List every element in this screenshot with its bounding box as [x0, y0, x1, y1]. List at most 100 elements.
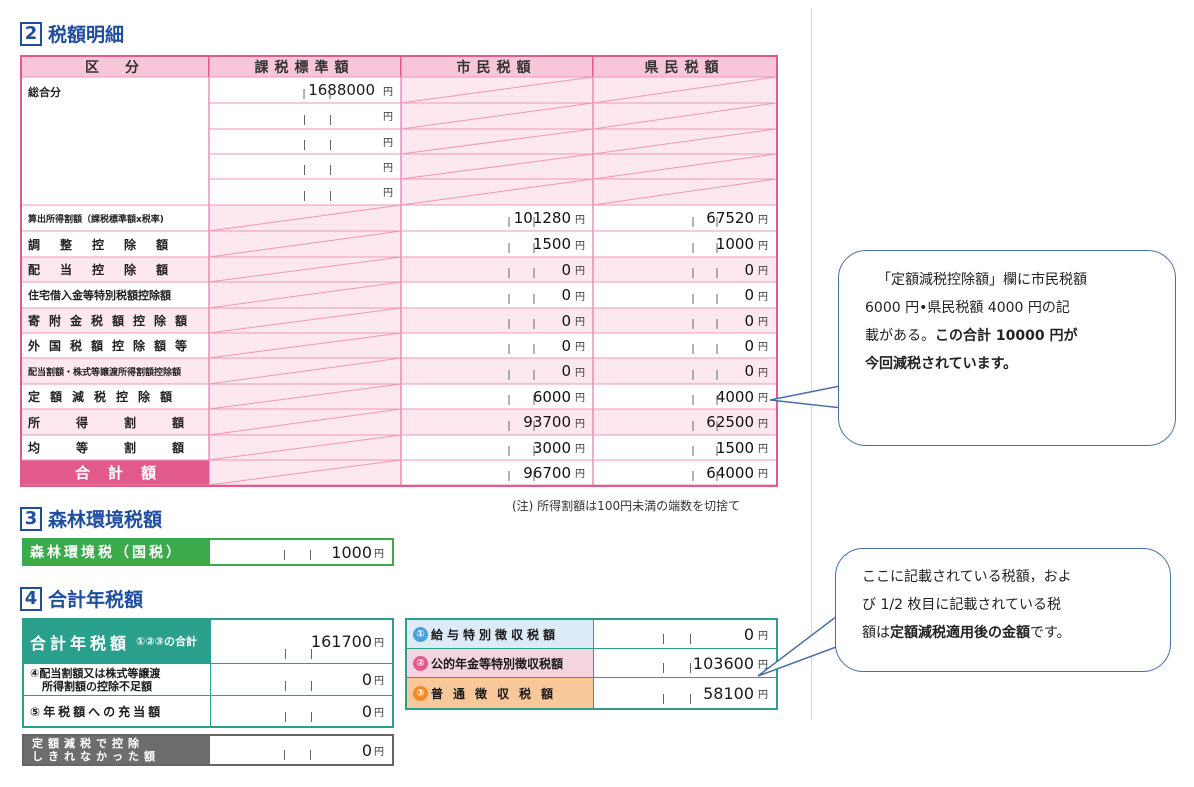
pref-tax-amount: 0	[744, 311, 754, 330]
pref-tax-amount: 1500	[715, 438, 754, 457]
yen-unit: 円	[383, 112, 393, 123]
digit-tick	[690, 663, 691, 673]
slash-mark	[208, 281, 402, 309]
yen-unit: 円	[383, 163, 393, 174]
row-label: 調整控除額	[22, 231, 209, 257]
annual-total-value-cell: 161700 円	[210, 620, 392, 663]
row-label: 住宅借入金等特別税額控除額	[22, 282, 209, 308]
city-tax-amount: 101280	[513, 209, 571, 227]
callout1-line3a: 載がある。	[865, 328, 935, 344]
sougou-value-cell: 1688000 円	[209, 77, 401, 103]
digit-tick	[285, 712, 286, 722]
row-label: 定額減税控除額	[22, 384, 209, 409]
annual-total-table: 合計年税額 ①②③の合計 161700 円 ④配当割額又は株式等譲渡 所得割額の…	[22, 618, 394, 728]
row-label: 配当控除額	[28, 263, 189, 277]
collection-label-text: 公的年金等特別徴収税額	[431, 656, 564, 671]
digit-tick	[330, 165, 331, 175]
unused-reduction-value: 0	[361, 740, 372, 760]
collection-label: ① 給与特別徴収税額	[407, 620, 593, 648]
yen-unit: 円	[374, 746, 384, 758]
row4-label: ④配当割額又は株式等譲渡 所得割額の控除不足額	[24, 664, 210, 695]
row4-value: 0	[361, 670, 372, 689]
slash-mark	[208, 230, 402, 258]
yen-unit: 円	[575, 393, 585, 404]
pref-tax-amount: 62500	[706, 413, 754, 431]
pref-tax-amount: 1000	[715, 235, 754, 253]
digit-tick	[284, 550, 285, 560]
unused-reduction-box: 定額減税で控除 しきれなかった額 0 円	[22, 734, 394, 766]
pref-tax-value: 67520 円	[593, 205, 776, 231]
yen-unit: 円	[374, 707, 384, 719]
pref-tax-amount: 0	[744, 260, 754, 279]
table-header-row: 区 分 課税標準額 市民税額 県民税額	[22, 57, 776, 77]
row-label: 寄附金税額控除額	[28, 314, 197, 328]
sougou-pink-area	[401, 77, 776, 205]
pref-tax-amount: 0	[744, 286, 754, 304]
slash-mark	[400, 153, 594, 180]
city-tax-amount: 0	[561, 336, 571, 355]
callout2-line2: び 1/2 枚目に記載されている税	[862, 597, 1062, 613]
yen-unit: 円	[383, 188, 393, 199]
yen-unit: 円	[575, 418, 585, 430]
row-label: 配当割額・株式等譲渡所得割額控除額	[28, 367, 182, 378]
pref-tax-amount: 0	[744, 362, 754, 380]
collection-value: 58100	[703, 683, 754, 703]
forest-tax-value: 1000	[331, 542, 372, 562]
section-3-heading: 3 森林環境税額	[20, 505, 162, 532]
slash-mark	[208, 383, 402, 410]
slash-mark	[592, 76, 776, 104]
collection-value: 103600	[692, 653, 754, 673]
yen-unit: 円	[575, 317, 585, 328]
tax-detail-table: 区 分 課税標準額 市民税額 県民税額 総合分 1688000 円 円 円 円 …	[20, 55, 778, 487]
yen-unit: 円	[374, 548, 384, 560]
row5-value: 0	[361, 701, 372, 721]
digit-tick	[330, 140, 331, 150]
city-tax-amount: 0	[561, 286, 571, 304]
unused-reduction-label: 定額減税で控除 しきれなかった額	[24, 736, 210, 764]
total-pref-amount: 64000	[706, 463, 754, 482]
row4-label-line2: 所得割額の控除不足額	[42, 679, 152, 693]
annual-row-5: ⑤年税額への充当額 0 円	[24, 696, 392, 726]
yen-unit: 円	[575, 469, 585, 480]
city-tax-amount: 93700	[523, 413, 571, 431]
slash-mark	[208, 459, 402, 485]
yen-unit: 円	[374, 676, 384, 687]
yen-unit: 円	[575, 266, 585, 277]
callout2-line3c: です。	[1030, 625, 1071, 641]
unused-label-line2: しきれなかった額	[32, 750, 160, 763]
section-number: 4	[20, 586, 42, 611]
yen-unit: 円	[758, 214, 768, 226]
slash-mark	[592, 102, 776, 130]
section-number: 2	[20, 21, 42, 46]
annual-total-value: 161700	[310, 632, 372, 651]
annual-row-4: ④配当割額又は株式等譲渡 所得割額の控除不足額 0 円	[24, 664, 392, 696]
collection-label-text: 普通徴収税額	[431, 686, 564, 701]
collection-value-cell: 58100 円	[593, 678, 776, 708]
digit-tick	[304, 165, 305, 175]
callout2-line1: ここに記載されている税額，およ	[862, 569, 1072, 585]
slash-mark	[400, 76, 594, 104]
collection-value-cell: 103600 円	[593, 649, 776, 677]
table-grid-lines	[22, 57, 776, 485]
slash-mark	[400, 128, 594, 155]
section-2-heading: 2 税額明細	[20, 20, 124, 47]
sougou-empty-cell: 円	[209, 129, 401, 154]
slash-mark	[208, 357, 402, 385]
sougou-empty-cell: 円	[209, 154, 401, 179]
pref-tax-amount: 67520	[706, 209, 754, 227]
yen-unit: 円	[758, 418, 768, 430]
yen-unit: 円	[758, 342, 768, 353]
callout2-line3b: 定額減税適用後の金額	[890, 625, 1030, 641]
